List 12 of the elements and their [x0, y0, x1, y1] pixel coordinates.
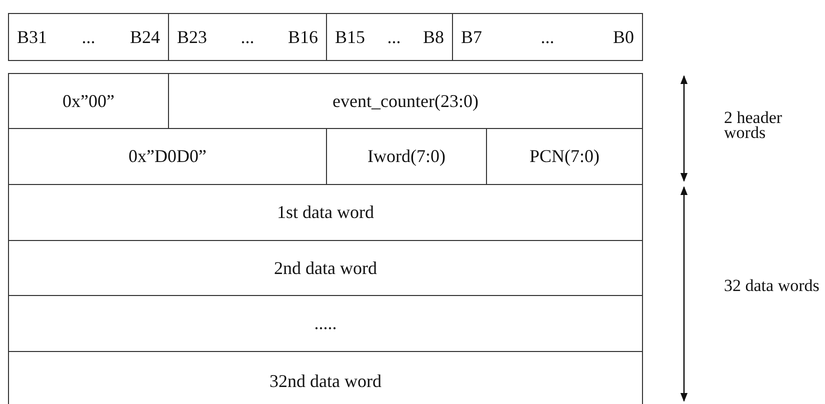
table-cell: 0x”00”	[8, 73, 169, 129]
table-cell: 1st data word	[8, 184, 643, 241]
table-cell: B15 ... B8	[326, 13, 453, 61]
dimension-label: 2 header words	[724, 110, 784, 140]
table-cell: B23 ... B16	[168, 13, 327, 61]
table-cell: 2nd data word	[8, 240, 643, 296]
table-cell: .....	[8, 295, 643, 352]
table-cell: B31 ... B24	[8, 13, 169, 61]
table-cell: event_counter(23:0)	[168, 73, 643, 129]
table-cell: B7 ... B0	[452, 13, 643, 61]
table-cell: 32nd data word	[8, 351, 643, 404]
dimension-label: 32 data words	[724, 278, 820, 293]
